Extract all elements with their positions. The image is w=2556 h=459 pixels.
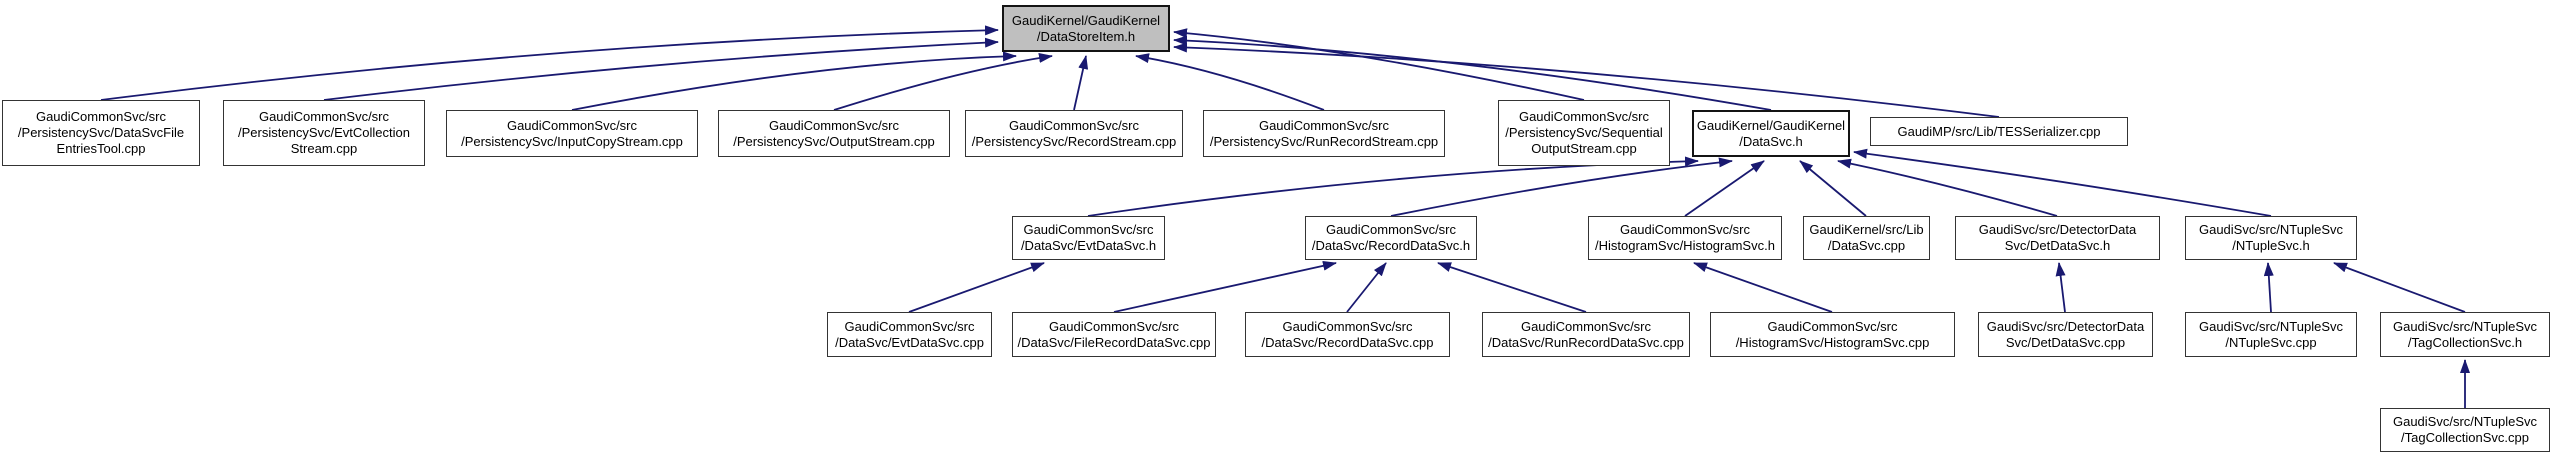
node-runrecorddatasvc-cpp[interactable]: GaudiCommonSvc/src /DataSvc/RunRecordDat… [1482, 312, 1690, 357]
node-histogramsvc-h[interactable]: GaudiCommonSvc/src /HistogramSvc/Histogr… [1588, 216, 1782, 260]
node-tagcollectionsvc-cpp[interactable]: GaudiSvc/src/NTupleSvc /TagCollectionSvc… [2380, 408, 2550, 452]
edge-histogramsvc-h-to-datasvc-h [1684, 160, 1765, 217]
node-sequentialoutputstream-cpp[interactable]: GaudiCommonSvc/src /PersistencySvc/Seque… [1498, 100, 1670, 166]
node-inputcopystream-cpp[interactable]: GaudiCommonSvc/src /PersistencySvc/Input… [446, 110, 698, 157]
edge-runrecordstream-to-datastoreitem [1135, 53, 1325, 111]
node-ntuplesvc-cpp[interactable]: GaudiSvc/src/NTupleSvc /NTupleSvc.cpp [2185, 312, 2357, 357]
node-recorddatasvc-cpp[interactable]: GaudiCommonSvc/src /DataSvc/RecordDataSv… [1245, 312, 1450, 357]
edge-datasvc-cpp-to-datasvc-h [1799, 160, 1867, 217]
node-tagcollectionsvc-h[interactable]: GaudiSvc/src/NTupleSvc /TagCollectionSvc… [2380, 312, 2550, 357]
edge-datasvcfileentriestool-to-datastoreitem [100, 25, 999, 101]
node-detdatasvc-h[interactable]: GaudiSvc/src/DetectorData Svc/DetDataSvc… [1955, 216, 2160, 260]
node-outputstream-cpp[interactable]: GaudiCommonSvc/src /PersistencySvc/Outpu… [718, 110, 950, 157]
node-datastoreitem-h[interactable]: GaudiKernel/GaudiKernel /DataStoreItem.h [1002, 5, 1170, 52]
edge-evtdatasvc-h-to-datasvc-h [1087, 156, 1699, 217]
edge-evtdatasvc-cpp-to-evtdatasvc-h [908, 262, 1045, 313]
node-recordstream-cpp[interactable]: GaudiCommonSvc/src /PersistencySvc/Recor… [965, 110, 1183, 157]
node-recorddatasvc-h[interactable]: GaudiCommonSvc/src /DataSvc/RecordDataSv… [1305, 216, 1477, 260]
edge-sequentialoutputstream-to-datastoreitem [1173, 28, 1585, 101]
node-detdatasvc-cpp[interactable]: GaudiSvc/src/DetectorData Svc/DetDataSvc… [1978, 312, 2153, 357]
node-datasvc-cpp[interactable]: GaudiKernel/src/Lib /DataSvc.cpp [1803, 216, 1930, 260]
node-evtdatasvc-h[interactable]: GaudiCommonSvc/src /DataSvc/EvtDataSvc.h [1012, 216, 1165, 260]
edge-inputcopystream-to-datastoreitem [571, 51, 1017, 111]
node-ntuplesvc-h[interactable]: GaudiSvc/src/NTupleSvc /NTupleSvc.h [2185, 216, 2357, 260]
node-datasvc-h[interactable]: GaudiKernel/GaudiKernel /DataSvc.h [1692, 110, 1850, 157]
edge-runrecorddatasvc-cpp-to-recorddatasvc-h [1437, 262, 1587, 313]
edge-outputstream-to-datastoreitem [833, 53, 1053, 111]
edge-recorddatasvc-cpp-to-recorddatasvc-h [1346, 262, 1387, 313]
node-evtcollectionstream-cpp[interactable]: GaudiCommonSvc/src /PersistencySvc/EvtCo… [223, 100, 425, 166]
node-filerecorddatasvc-cpp[interactable]: GaudiCommonSvc/src /DataSvc/FileRecordDa… [1012, 312, 1216, 357]
node-datasvcfileentriestool-cpp[interactable]: GaudiCommonSvc/src /PersistencySvc/DataS… [2, 100, 200, 166]
node-tesserializer-cpp[interactable]: GaudiMP/src/Lib/TESSerializer.cpp [1870, 117, 2128, 146]
edge-histogramsvc-cpp-to-histogramsvc-h [1693, 262, 1833, 313]
edge-detdatasvc-cpp-to-detdatasvc-h [2055, 262, 2066, 313]
edge-ntuplesvc-cpp-to-ntuplesvc-h [2263, 262, 2274, 313]
edge-detdatasvc-h-to-datasvc-h [1837, 158, 2058, 217]
edge-evtcollectionstream-to-datastoreitem [323, 37, 999, 101]
edge-tesserializer-to-datastoreitem [1173, 42, 2000, 118]
node-evtdatasvc-cpp[interactable]: GaudiCommonSvc/src /DataSvc/EvtDataSvc.c… [827, 312, 992, 357]
edge-filerecorddatasvc-cpp-to-recorddatasvc-h [1113, 260, 1337, 313]
node-histogramsvc-cpp[interactable]: GaudiCommonSvc/src /HistogramSvc/Histogr… [1710, 312, 1955, 357]
edge-tagcollectionsvc-h-to-ntuplesvc-h [2333, 262, 2466, 313]
edge-ntuplesvc-h-to-datasvc-h [1853, 148, 2272, 217]
node-runrecordstream-cpp[interactable]: GaudiCommonSvc/src /PersistencySvc/RunRe… [1203, 110, 1445, 157]
edge-recordstream-to-datastoreitem [1073, 55, 1089, 111]
edge-recorddatasvc-h-to-datasvc-h [1390, 157, 1733, 217]
